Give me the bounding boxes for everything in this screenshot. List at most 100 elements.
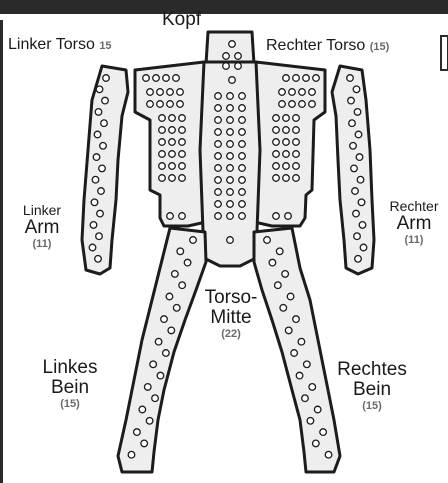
right-torso-armor-pip[interactable] [283, 163, 290, 170]
right-torso-armor-pip[interactable] [293, 115, 300, 122]
left-leg-armor-pip[interactable] [161, 316, 168, 323]
center-torso-armor-pip[interactable] [239, 105, 246, 112]
left-torso-armor-pip[interactable] [143, 75, 150, 82]
right-arm-armor-pip[interactable] [350, 143, 357, 150]
right-arm-armor-pip[interactable] [347, 75, 354, 82]
right-torso-armor-pip[interactable] [289, 89, 296, 96]
center-torso-armor-pip[interactable] [215, 153, 222, 160]
right-leg-armor-pip[interactable] [291, 350, 298, 357]
right-leg-armor-pip[interactable] [275, 282, 282, 289]
left-torso-armor-pip[interactable] [157, 89, 164, 96]
left-torso-armor-pip[interactable] [147, 101, 154, 108]
center-torso-armor-pip[interactable] [239, 213, 246, 220]
left-torso-armor-pip[interactable] [179, 213, 186, 220]
left-torso-armor-pip[interactable] [169, 115, 176, 122]
right-arm-armor-pip[interactable] [358, 199, 365, 206]
right-leg-armor-pip[interactable] [296, 372, 303, 379]
right-leg-armor-pip[interactable] [293, 316, 300, 323]
right-arm-armor-pip[interactable] [356, 154, 363, 161]
left-arm-armor-pip[interactable] [98, 188, 105, 195]
right-torso-armor-pip[interactable] [285, 213, 292, 220]
center-torso-armor-pip[interactable] [215, 213, 222, 220]
center-torso-armor-pip[interactable] [227, 153, 234, 160]
right-torso-armor-pip[interactable] [273, 175, 280, 182]
left-leg-armor-pip[interactable] [144, 384, 151, 391]
right-leg-armor-pip[interactable] [282, 271, 289, 278]
left-torso-armor-pip[interactable] [179, 163, 186, 170]
left-torso-armor-pip[interactable] [167, 213, 174, 220]
right-leg-armor-pip[interactable] [313, 440, 320, 447]
left-torso-armor-pip[interactable] [169, 127, 176, 134]
left-torso-armor-pip[interactable] [177, 101, 184, 108]
center-torso-armor-pip[interactable] [227, 117, 234, 124]
right-torso-armor-pip[interactable] [309, 89, 316, 96]
center-torso-armor-pip[interactable] [215, 189, 222, 196]
left-torso-armor-pip[interactable] [169, 151, 176, 158]
right-torso-armor-pip[interactable] [279, 89, 286, 96]
center-torso-armor-pip[interactable] [227, 177, 234, 184]
left-leg-armor-pip[interactable] [179, 282, 186, 289]
right-torso-armor-pip[interactable] [299, 89, 306, 96]
right-leg-armor-pip[interactable] [285, 327, 292, 334]
left-arm-armor-pip[interactable] [89, 244, 96, 251]
left-leg-silhouette[interactable] [118, 228, 206, 472]
center-torso-armor-pip[interactable] [239, 177, 246, 184]
center-torso-armor-pip[interactable] [215, 177, 222, 184]
center-torso-armor-pip[interactable] [215, 141, 222, 148]
left-arm-armor-pip[interactable] [102, 97, 109, 104]
left-torso-armor-pip[interactable] [177, 89, 184, 96]
right-leg-silhouette[interactable] [254, 228, 340, 472]
head-armor-pip[interactable] [223, 53, 230, 60]
center-torso-armor-pip[interactable] [215, 201, 222, 208]
left-arm-armor-pip[interactable] [92, 176, 99, 183]
right-torso-armor-pip[interactable] [313, 75, 320, 82]
center-torso-armor-pip[interactable] [215, 117, 222, 124]
right-torso-armor-pip[interactable] [279, 101, 286, 108]
right-arm-armor-pip[interactable] [360, 244, 367, 251]
left-leg-armor-pip[interactable] [152, 395, 159, 402]
left-arm-armor-pip[interactable] [101, 120, 108, 127]
left-torso-armor-pip[interactable] [157, 101, 164, 108]
center-torso-armor-pip[interactable] [215, 165, 222, 172]
left-torso-armor-pip[interactable] [179, 175, 186, 182]
left-leg-armor-pip[interactable] [168, 327, 175, 334]
left-arm-armor-pip[interactable] [103, 75, 110, 82]
center-torso-armor-pip[interactable] [239, 201, 246, 208]
right-leg-armor-pip[interactable] [276, 248, 283, 255]
right-leg-armor-pip[interactable] [320, 429, 327, 436]
right-leg-armor-pip[interactable] [307, 418, 314, 425]
right-torso-armor-pip[interactable] [293, 163, 300, 170]
right-leg-armor-pip[interactable] [269, 259, 276, 266]
right-arm-armor-pip[interactable] [348, 97, 355, 104]
right-leg-armor-pip[interactable] [280, 305, 287, 312]
head-armor-pip[interactable] [229, 41, 236, 48]
right-torso-armor-pip[interactable] [273, 163, 280, 170]
left-torso-armor-pip[interactable] [169, 175, 176, 182]
left-torso-armor-pip[interactable] [179, 151, 186, 158]
left-torso-armor-pip[interactable] [147, 89, 154, 96]
right-leg-armor-pip[interactable] [314, 406, 321, 413]
center-torso-armor-pip[interactable] [239, 129, 246, 136]
left-torso-armor-pip[interactable] [159, 175, 166, 182]
center-torso-armor-pip[interactable] [239, 165, 246, 172]
right-arm-armor-pip[interactable] [351, 165, 358, 172]
center-torso-armor-pip[interactable] [227, 213, 234, 220]
left-leg-armor-pip[interactable] [172, 271, 179, 278]
left-torso-armor-pip[interactable] [169, 163, 176, 170]
left-leg-armor-pip[interactable] [184, 259, 191, 266]
head-armor-pip[interactable] [235, 63, 242, 70]
right-torso-armor-pip[interactable] [293, 127, 300, 134]
right-arm-armor-pip[interactable] [353, 210, 360, 217]
right-torso-armor-pip[interactable] [283, 175, 290, 182]
left-arm-armor-pip[interactable] [91, 199, 98, 206]
left-leg-armor-pip[interactable] [141, 440, 148, 447]
left-torso-armor-pip[interactable] [179, 139, 186, 146]
left-arm-armor-pip[interactable] [93, 154, 100, 161]
right-leg-armor-pip[interactable] [302, 395, 309, 402]
right-torso-armor-pip[interactable] [273, 151, 280, 158]
right-torso-armor-pip[interactable] [283, 115, 290, 122]
right-arm-armor-pip[interactable] [359, 222, 366, 229]
head-armor-pip[interactable] [229, 77, 236, 84]
left-leg-armor-pip[interactable] [155, 338, 162, 345]
right-arm-armor-pip[interactable] [353, 86, 360, 93]
